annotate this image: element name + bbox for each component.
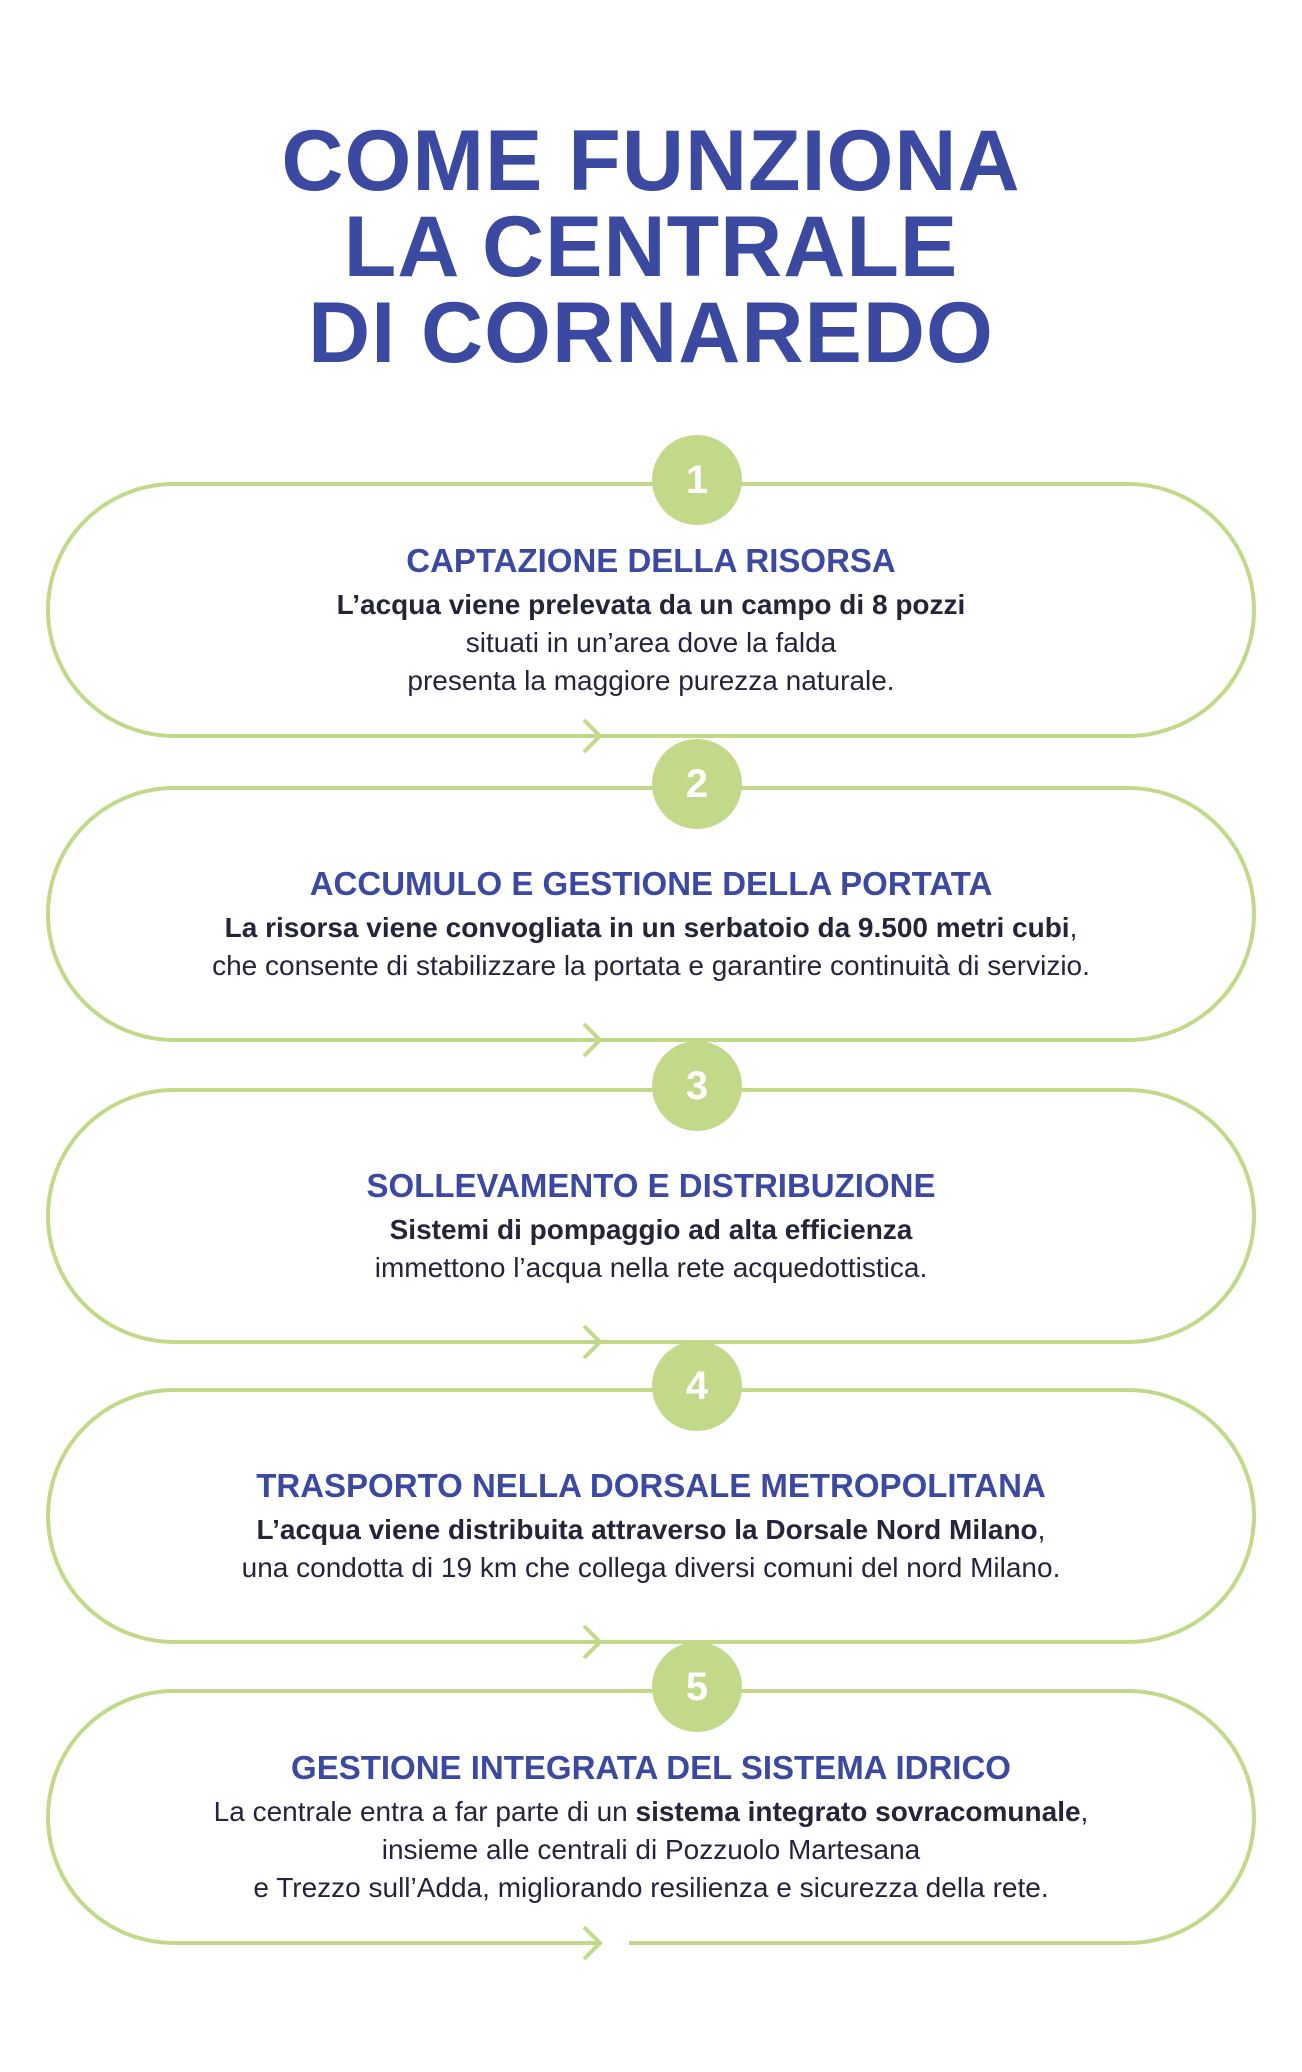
title-line: COME FUNZIONA (281, 113, 1021, 209)
step-content: TRASPORTO NELLA DORSALE METROPOLITANA L’a… (46, 1408, 1256, 1644)
step-pill-outline (46, 1088, 1256, 1344)
page-title: COME FUNZIONA LA CENTRALE DI CORNAREDO (0, 118, 1302, 376)
step-text-line: insieme alle centrali di Pozzuolo Martes… (382, 1831, 921, 1869)
step-text-line: L’acqua viene prelevata da un campo di 8… (337, 586, 966, 624)
arrow-right-icon (582, 1925, 603, 1961)
step-text-line: L’acqua viene distribuita attraverso la … (257, 1511, 1046, 1549)
step-number-badge: 4 (652, 1341, 742, 1431)
step-heading: SOLLEVAMENTO E DISTRIBUZIONE (366, 1167, 936, 1204)
bold-text: L’acqua viene prelevata da un campo di 8… (336, 589, 966, 620)
arrow-right-icon (582, 718, 603, 754)
bold-text: La risorsa viene convogliata in un serba… (224, 912, 1070, 943)
step-text-line: che consente di stabilizzare la portata … (212, 947, 1090, 985)
step-text-line: e Trezzo sull’Adda, migliorando resilien… (253, 1869, 1048, 1907)
text: e Trezzo sull’Adda, migliorando resilien… (253, 1872, 1049, 1903)
text: presenta la maggiore purezza naturale. (407, 665, 895, 696)
step-text-line: una condotta di 19 km che collega divers… (242, 1549, 1061, 1587)
bold-text: Sistemi di pompaggio ad alta efficienza (389, 1214, 913, 1245)
text: , (1037, 1514, 1046, 1545)
text: insieme alle centrali di Pozzuolo Martes… (381, 1834, 921, 1865)
arrow-right-icon (582, 1022, 603, 1058)
step-content: SOLLEVAMENTO E DISTRIBUZIONE Sistemi di p… (46, 1108, 1256, 1344)
step-heading: TRASPORTO NELLA DORSALE METROPOLITANA (256, 1467, 1046, 1504)
step-heading: CAPTAZIONE DELLA RISORSA (406, 542, 896, 579)
step-heading: ACCUMULO E GESTIONE DELLA PORTATA (309, 865, 993, 902)
step-heading: GESTIONE INTEGRATA DEL SISTEMA IDRICO (291, 1749, 1011, 1786)
step-number-badge: 2 (652, 739, 742, 829)
title-line: LA CENTRALE (343, 199, 959, 295)
text: , (1080, 1796, 1089, 1827)
step-pill-outline (46, 786, 1256, 1042)
text: una condotta di 19 km che collega divers… (241, 1552, 1061, 1583)
arrow-right-icon (582, 1624, 603, 1660)
arrow-right-icon (582, 1324, 603, 1360)
step-number-badge: 5 (652, 1642, 742, 1732)
step-pill-outline (46, 482, 1256, 738)
step-number-badge: 3 (652, 1041, 742, 1131)
step-content: GESTIONE INTEGRATA DEL SISTEMA IDRICO La … (46, 1709, 1256, 1945)
line-gap (599, 1941, 629, 1949)
step-pill-outline (46, 1388, 1256, 1644)
step-text-line: situati in un’area dove la falda (466, 624, 836, 662)
text: La centrale entra a far parte di un (213, 1796, 636, 1827)
text: immettono l’acqua nella rete acquedottis… (374, 1252, 928, 1283)
text: situati in un’area dove la falda (465, 627, 837, 658)
step-content: CAPTAZIONE DELLA RISORSA L’acqua viene pr… (46, 502, 1256, 738)
title-line: DI CORNAREDO (308, 285, 994, 381)
step-text-line: La risorsa viene convogliata in un serba… (225, 909, 1078, 947)
bold-text: L’acqua viene distribuita attraverso la … (256, 1514, 1038, 1545)
step-number-badge: 1 (652, 435, 742, 525)
bold-text: sistema integrato sovracomunale (635, 1796, 1081, 1827)
step-text-line: presenta la maggiore purezza naturale. (407, 662, 894, 700)
step-text-line: Sistemi di pompaggio ad alta efficienza (390, 1211, 913, 1249)
text: , (1069, 912, 1078, 943)
step-text-line: immettono l’acqua nella rete acquedottis… (375, 1249, 928, 1287)
step-content: ACCUMULO E GESTIONE DELLA PORTATA La riso… (46, 806, 1256, 1042)
text: che consente di stabilizzare la portata … (212, 950, 1090, 981)
step-text-line: La centrale entra a far parte di un sist… (214, 1793, 1089, 1831)
step-pill-outline (46, 1689, 1256, 1945)
